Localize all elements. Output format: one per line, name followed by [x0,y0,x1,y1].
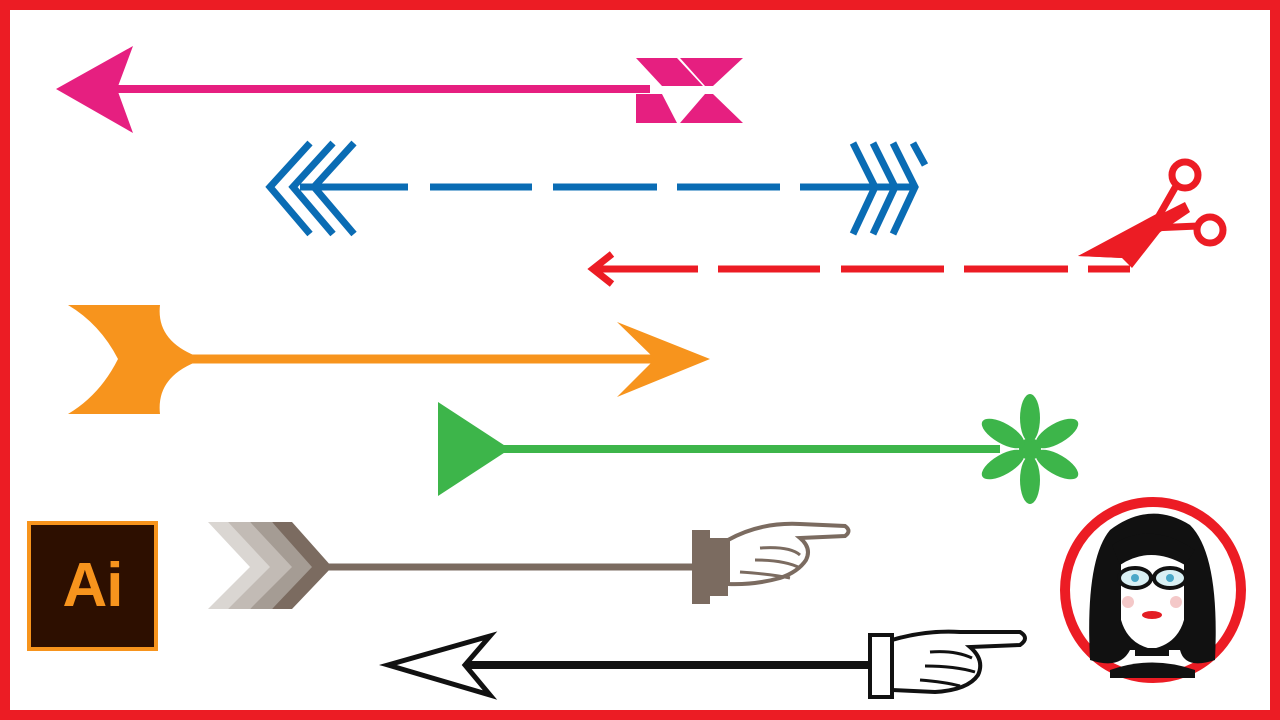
pink-arrow-feather-top [636,58,703,86]
avatar [1060,497,1246,683]
orange-arrow-fletching [68,305,196,414]
avatar-lips [1142,611,1162,619]
brown-arrow [208,521,851,609]
scissors-icon [1078,158,1227,268]
black-arrow [379,629,1027,700]
illustrator-logo-text: Ai [62,551,124,620]
pointing-hand-icon [868,629,1027,699]
brown-arrow-fletching [208,522,332,609]
asterisk-icon [981,394,1079,504]
orange-arrow [68,305,710,414]
blue-arrow [265,140,929,237]
blue-arrow-chevron-1 [265,140,313,237]
green-arrow [438,394,1079,504]
blue-arrow-chevron-2 [288,140,336,237]
pink-arrow-feather-bottom [636,94,677,123]
illustrator-logo: Ai [27,521,158,651]
pointing-hand-icon [692,521,851,604]
orange-arrow-head [617,322,710,397]
green-arrow-head [438,402,510,496]
red-scissors-arrow [587,158,1227,287]
pink-arrow-head [56,46,133,133]
red-arrow-head [587,251,615,287]
pink-arrow [56,46,743,133]
avatar-glasses [1117,566,1188,590]
